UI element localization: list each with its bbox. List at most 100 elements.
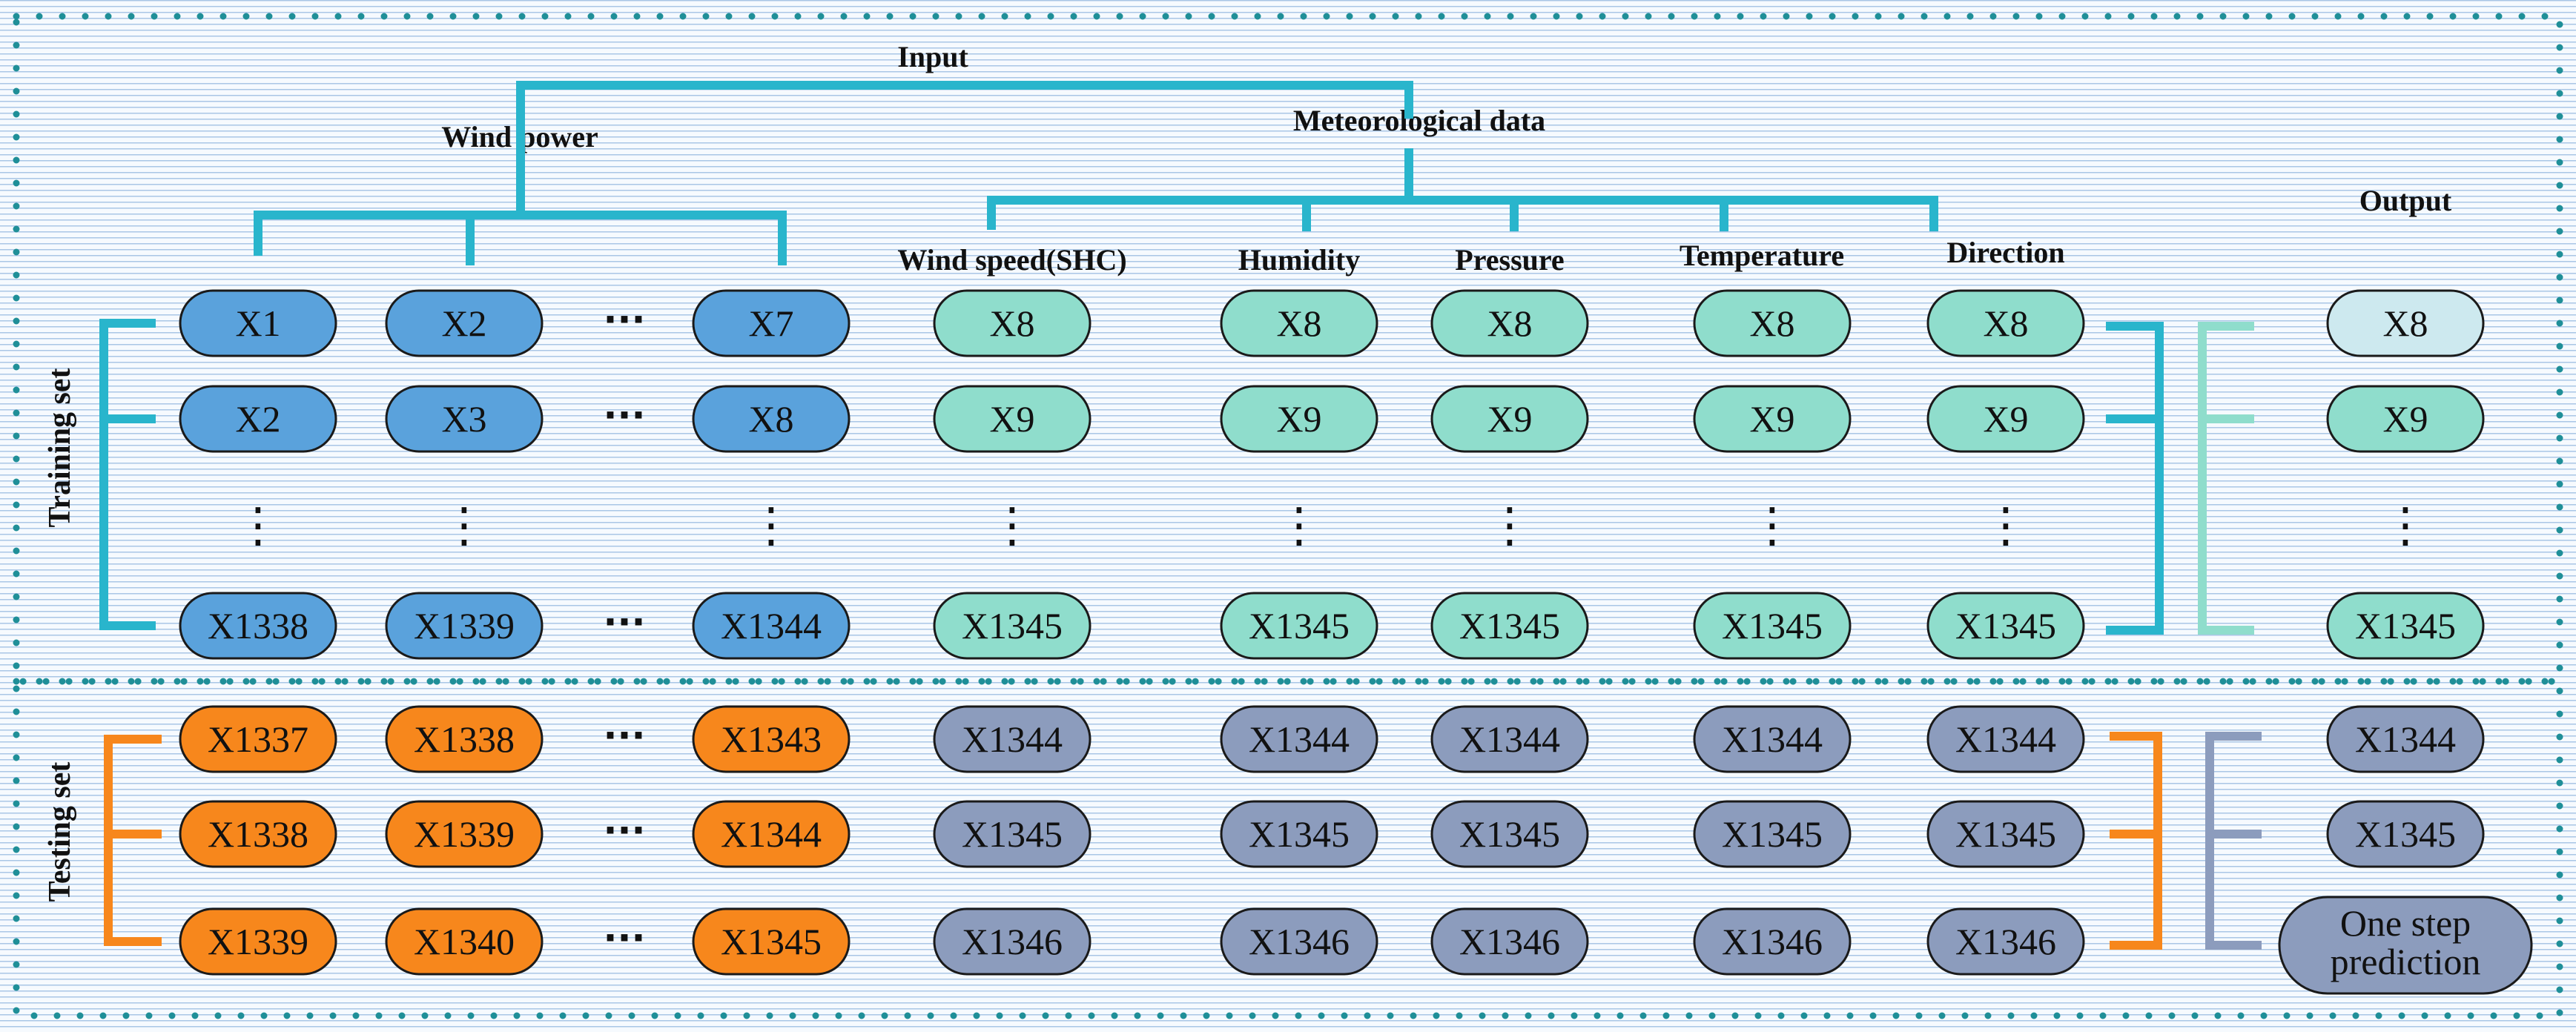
output-train-cell-2-shape [2326,592,2485,660]
test-cell-c5-r1-shape [1430,800,1589,868]
test-cell-c2-r0-shape [692,705,851,773]
train-cell-c1-r2-label: X1339 [414,605,515,646]
train-cell-c4-r1: X9 [1220,385,1378,453]
train-cell-c3-r0: X8 [933,289,1092,357]
test-cell-c0-r2-label: X1339 [208,921,308,962]
train-cell-c1-r2-shape [385,592,544,660]
connector-lines [99,81,2262,950]
test-cell-c4-r1-label: X1345 [1249,813,1350,855]
test-cell-c5-r1-label: X1345 [1459,813,1560,855]
train-cell-c0-r1-label: X2 [235,398,280,440]
train-cell-c5-r2-label: X1345 [1459,605,1560,646]
train-cell-c6-r1-label: X9 [1749,398,1794,440]
test-cell-c3-r0-label: X1344 [962,718,1063,760]
train-cell-c1-r0: X2 [385,289,544,357]
output-train-cell-0-label: X8 [2382,302,2428,344]
test-cell-c0-r0: X1337 [179,705,337,773]
train-cell-c4-r2-label: X1345 [1249,605,1350,646]
test-cell-c4-r0-label: X1344 [1249,718,1350,760]
test-cell-c5-r0-shape [1430,705,1589,773]
train-cell-c2-r1: X8 [692,385,851,453]
test-cell-c3-r1-shape [933,800,1092,868]
train-cell-c4-r1-label: X9 [1276,398,1321,440]
test-cell-c4-r2-label: X1346 [1249,921,1350,962]
test-cell-c3-r2: X1346 [933,907,1092,976]
meteorological-data-header: Meteorological data [1293,104,1545,137]
train-cell-c7-r0-label: X8 [1983,302,2028,344]
test-cell-c6-r0-shape [1693,705,1852,773]
train-cell-c4-r0: X8 [1220,289,1378,357]
train-cell-c5-r1-label: X9 [1487,398,1532,440]
test-cell-c1-r2: X1340 [385,907,544,976]
train-cell-c2-r2-shape [692,592,851,660]
horizontal-ellipsis-3: ··· [604,714,646,757]
test-cell-c2-r1: X1344 [692,800,851,868]
output-train-cell-2-label: X1345 [2355,605,2456,646]
train-cell-c3-r1-label: X9 [989,398,1034,440]
wind-power-branch [254,211,787,265]
train-cell-c6-r2: X1345 [1693,592,1852,660]
horizontal-ellipsis-2: ··· [604,601,646,644]
train-cell-c5-r0-shape [1430,289,1589,357]
test-cell-c7-r0: X1344 [1926,705,2085,773]
train-cell-c1-r1-label: X3 [441,398,486,440]
horizontal-ellipsis-0: ··· [604,298,646,341]
train-cell-c7-r0-shape [1926,289,2085,357]
one-step-prediction-line-0: One step [2340,902,2471,944]
testing-set-label: Testing set [43,762,77,902]
output-test-cell-1-label: X1345 [2355,813,2456,855]
test-cell-c6-r1-shape [1693,800,1852,868]
test-cell-c2-r1-shape [692,800,851,868]
test-cell-c4-r2-shape [1220,907,1378,976]
test-cell-c4-r0-shape [1220,705,1378,773]
test-cell-c1-r0-label: X1338 [414,718,515,760]
output-testing-bracket [2205,732,2262,950]
test-cell-c1-r1: X1339 [385,800,544,868]
column-label-wind-speed: Wind speed(SHC) [897,243,1126,277]
vertical-ellipsis-c3: ⋮ [988,498,1036,553]
output-train-cell-1: X9 [2326,385,2485,453]
column-label-direction: Direction [1946,236,2064,269]
train-cell-c0-r1: X2 [179,385,337,453]
train-cell-c3-r1-shape [933,385,1092,453]
output-test-cell-0-label: X1344 [2355,718,2456,760]
training-merge-bracket [2106,322,2164,635]
train-cell-c3-r2-label: X1345 [962,605,1063,646]
train-cell-c0-r0: X1 [179,289,337,357]
training-bracket [99,319,156,630]
test-cell-c6-r1-label: X1345 [1722,813,1823,855]
column-label-pressure: Pressure [1455,243,1564,277]
test-cell-c2-r0-label: X1343 [721,718,822,760]
train-cell-c7-r2: X1345 [1926,592,2085,660]
output-training-bracket [2198,322,2254,635]
train-cell-c5-r2: X1345 [1430,592,1589,660]
test-cell-c1-r1-label: X1339 [414,813,515,855]
test-cell-c2-r0: X1343 [692,705,851,773]
train-cell-c1-r2: X1339 [385,592,544,660]
meteo-branch [987,196,1938,231]
horizontal-ellipsis-5: ··· [604,916,646,959]
train-cell-c1-r0-label: X2 [441,302,486,344]
test-cell-c7-r2-label: X1346 [1955,921,2056,962]
train-cell-c3-r0-label: X8 [989,302,1034,344]
test-cell-c3-r1: X1345 [933,800,1092,868]
train-cell-c5-r0: X8 [1430,289,1589,357]
input-header: Input [897,40,968,73]
train-cell-c5-r1: X9 [1430,385,1589,453]
test-cell-c1-r1-shape [385,800,544,868]
vertical-ellipsis-c1: ⋮ [440,498,488,553]
train-cell-c0-r1-shape [179,385,337,453]
test-cell-c7-r2: X1346 [1926,907,2085,976]
test-cell-c4-r0: X1344 [1220,705,1378,773]
test-cell-c3-r2-shape [933,907,1092,976]
train-cell-c5-r2-shape [1430,592,1589,660]
testing-bracket [104,735,162,946]
train-cell-c6-r0: X8 [1693,289,1852,357]
data-cells: X1X2X1338X1337X1338X1339X2X3X1339X1338X1… [179,289,2533,995]
output-test-cell-0: X1344 [2326,705,2485,773]
train-cell-c4-r0-label: X8 [1276,302,1321,344]
test-cell-c5-r2-shape [1430,907,1589,976]
train-cell-c2-r1-label: X8 [748,398,793,440]
train-cell-c7-r1: X9 [1926,385,2085,453]
test-cell-c6-r2-shape [1693,907,1852,976]
